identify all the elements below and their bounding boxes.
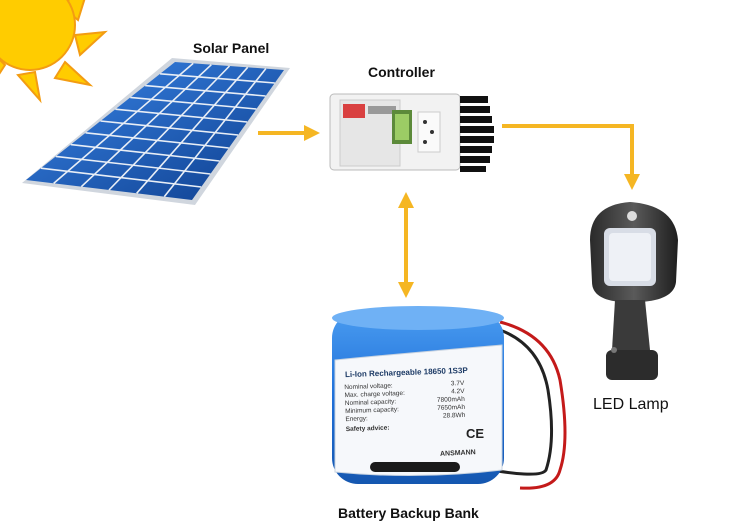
panel-grid-line [85,132,229,149]
battery-spec-list: Nominal voltage: 3.7V Max. charge voltag… [344,380,466,433]
controller-icon [329,93,494,172]
spec-key: Energy: [345,415,368,424]
panel-grid-line [40,167,202,188]
controller-label: Controller [368,64,435,80]
battery-label: Battery Backup Bank [338,505,479,521]
solar-panel-label: Solar Panel [193,40,270,56]
panel-grid-line [160,73,275,84]
battery-icon [332,306,504,484]
panel-grid-line [130,96,257,110]
panel-grid-line [70,143,220,162]
panel-grid-line [100,120,239,136]
sun-icon [0,0,108,104]
spec-val: 28.8Wh [442,411,466,420]
led-lamp-label: LED Lamp [593,396,669,413]
panel-grid-line [145,84,266,97]
led-lamp-icon [590,202,678,380]
panel-grid-line [55,155,211,175]
panel-grid-line [115,108,248,123]
battery-wires [469,320,567,490]
arrow-controller-to-lamp [502,124,640,190]
solar-panel-icon [22,58,290,205]
battery-ce-mark: CE [466,426,485,441]
